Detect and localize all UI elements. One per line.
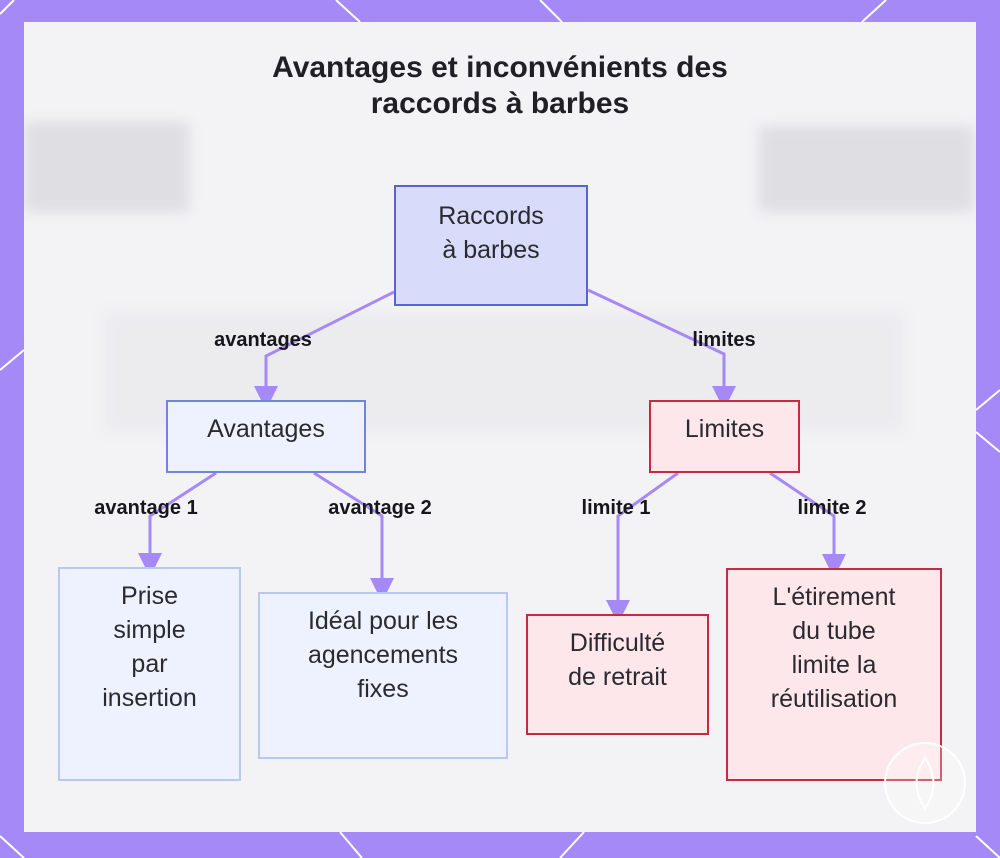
diagram-title: Avantages et inconvénients des raccords … <box>180 50 820 122</box>
edge-label-avantages: avantages <box>214 329 312 351</box>
edge-label-avantage-1: avantage 1 <box>94 497 198 519</box>
node-lim2-line-1: L'étirement <box>772 583 896 611</box>
background-blur-right <box>759 126 974 212</box>
edge-to-lim2 <box>769 471 846 578</box>
edge-to-advantages <box>254 290 395 410</box>
node-adv2-line-3: fixes <box>357 675 409 703</box>
node-avantages-label: Avantages <box>207 415 325 443</box>
edge-to-lim1 <box>606 471 679 624</box>
flame-logo-icon <box>884 742 966 824</box>
node-adv1-line-4: insertion <box>102 684 197 712</box>
edge-label-limite-2: limite 2 <box>797 497 867 519</box>
node-adv1-line-3: par <box>131 650 168 678</box>
node-adv2-line-1: Idéal pour les <box>307 607 459 635</box>
node-avantages: Avantages <box>166 400 366 473</box>
node-limites-label: Limites <box>684 415 765 443</box>
edge-label-limite-1: limite 1 <box>581 497 651 519</box>
node-lim1-line-2: de retrait <box>568 663 667 691</box>
node-adv2-line-2: agencements <box>307 641 459 669</box>
node-ideal-agencements: Idéal pour les agencements fixes <box>258 592 508 759</box>
node-adv1-line-1: Prise <box>121 582 178 610</box>
node-lim1-line-1: Difficulté <box>569 629 666 657</box>
node-lim2-line-3: limite la <box>791 651 877 679</box>
node-lim2-line-2: du tube <box>792 617 876 645</box>
node-raccords-a-barbes: Raccords à barbes <box>394 185 588 306</box>
edge-label-avantage-2: avantage 2 <box>328 497 432 519</box>
edge-to-limits <box>587 288 736 410</box>
title-line-2: raccords à barbes <box>370 87 630 120</box>
node-prise-simple: Prise simple par insertion <box>58 567 241 781</box>
node-adv1-line-2: simple <box>113 616 186 644</box>
edge-to-adv2 <box>313 471 394 602</box>
background-blur-left <box>24 122 189 212</box>
edge-to-adv1 <box>138 471 217 577</box>
node-root-line-2: à barbes <box>442 236 540 264</box>
edge-label-limites: limites <box>692 329 756 351</box>
title-line-1: Avantages et inconvénients des <box>272 51 728 84</box>
node-limites: Limites <box>649 400 800 473</box>
node-lim2-line-4: réutilisation <box>770 685 898 713</box>
node-difficulte-retrait: Difficulté de retrait <box>526 614 709 735</box>
node-root-line-1: Raccords <box>438 202 544 230</box>
